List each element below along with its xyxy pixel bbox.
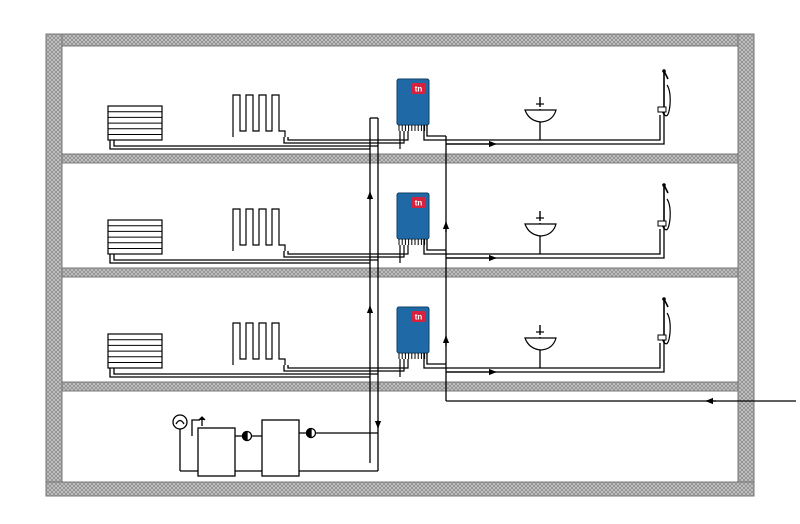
floor-slab-2: [61, 267, 739, 278]
wash-basin-icon: [524, 211, 557, 237]
tube-radiator-icon: [232, 208, 286, 251]
panel-radiator-icon: [107, 333, 163, 369]
ground-slab: [45, 481, 755, 497]
storage-tank: [261, 419, 300, 477]
manometer-needle: [175, 419, 185, 425]
unit-logo: tn: [415, 85, 423, 94]
heat-interface-unit: tn: [396, 78, 430, 149]
unit-logo: tn: [415, 313, 423, 322]
safety-valve-icon: [198, 416, 206, 426]
pump-icon: [241, 430, 253, 442]
unit-logo-badge: [412, 197, 425, 208]
tube-radiator-icon: [232, 94, 286, 137]
panel-radiator-icon: [107, 219, 163, 255]
right-wall: [737, 33, 755, 497]
unit-logo-badge: [412, 83, 425, 94]
manometer-icon: [172, 414, 188, 430]
wash-basin-icon: [524, 97, 557, 123]
floor-slab-1: [61, 381, 739, 392]
floor-first-floor: tn: [107, 297, 671, 378]
unit-logo: tn: [415, 199, 423, 208]
roof-slab: [45, 33, 755, 47]
heat-interface-unit: tn: [396, 192, 430, 263]
shower-icon: [657, 183, 671, 231]
shower-icon: [657, 69, 671, 117]
risers: [366, 117, 796, 463]
heat-source: [197, 427, 236, 477]
floor-second-floor: tn: [107, 183, 671, 264]
heating-pipes: [109, 251, 402, 264]
floor-third-floor: tn: [107, 69, 671, 150]
shower-icon: [657, 297, 671, 345]
floor-slab-3: [61, 153, 739, 164]
tube-radiator-icon: [232, 322, 286, 365]
basement-plant: [172, 414, 379, 477]
domestic-water-pipes: [423, 337, 665, 376]
panel-radiator-icon: [107, 105, 163, 141]
expansion-line: [191, 419, 200, 436]
heat-interface-unit: tn: [396, 306, 430, 377]
left-wall: [45, 33, 63, 497]
heating-pipes: [109, 137, 402, 150]
supply-pump-icon: [305, 427, 317, 439]
floors-group: tn tn tn: [107, 69, 671, 378]
wash-basin-icon: [524, 325, 557, 351]
unit-logo-badge: [412, 311, 425, 322]
building-walls: [45, 33, 755, 497]
heating-pipes: [109, 365, 402, 378]
